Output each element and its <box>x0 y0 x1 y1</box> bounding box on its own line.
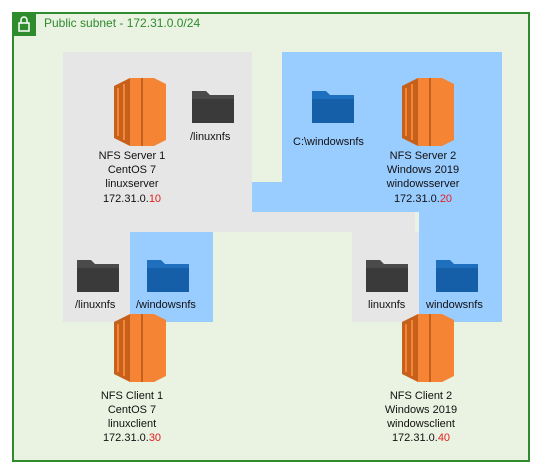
client2-name: NFS Client 2 <box>389 390 453 402</box>
client1-os: CentOS 7 <box>107 404 157 416</box>
folder-icon <box>77 260 119 292</box>
client2-linux-share-label: linuxnfs <box>368 299 406 311</box>
ec2-instance-icon <box>114 78 166 146</box>
server1-ip: 172.31.0.10 <box>102 193 162 205</box>
server2-name: NFS Server 2 <box>389 150 457 162</box>
server2-os: Windows 2019 <box>386 164 460 176</box>
windows-share-region <box>252 182 282 212</box>
ec2-instance-icon <box>402 78 454 146</box>
server1-os: CentOS 7 <box>107 164 157 176</box>
folder-icon <box>192 91 234 123</box>
client1-host: linuxclient <box>107 418 157 430</box>
client1-linux-share-label: /linuxnfs <box>75 299 116 311</box>
windows-share-region <box>282 52 502 212</box>
server1-host: linuxserver <box>105 178 159 190</box>
client2-windows-share-label: windowsnfs <box>426 299 483 311</box>
ec2-instance-icon <box>114 314 166 382</box>
client1-name: NFS Client 1 <box>100 390 164 402</box>
server2-host: windowsserver <box>386 178 460 190</box>
folder-icon <box>366 260 408 292</box>
ec2-instance-icon <box>402 314 454 382</box>
folder-icon <box>147 260 189 292</box>
server1-name: NFS Server 1 <box>98 150 166 162</box>
lock-icon <box>12 12 36 36</box>
client1-ip: 172.31.0.30 <box>102 432 162 444</box>
server2-ip: 172.31.0.20 <box>393 193 453 205</box>
client1-windows-share-label: /windowsnfs <box>136 299 196 311</box>
server1-share-label: /linuxnfs <box>190 131 231 143</box>
subnet-label: Public subnet - 172.31.0.0/24 <box>44 16 201 30</box>
folder-icon <box>312 91 354 123</box>
client2-host: windowsclient <box>387 418 455 430</box>
client2-ip: 172.31.0.40 <box>391 432 451 444</box>
folder-icon <box>436 260 478 292</box>
server2-share-label: C:\windowsnfs <box>293 136 364 148</box>
linux-share-region <box>63 212 415 232</box>
client2-os: Windows 2019 <box>384 404 458 416</box>
